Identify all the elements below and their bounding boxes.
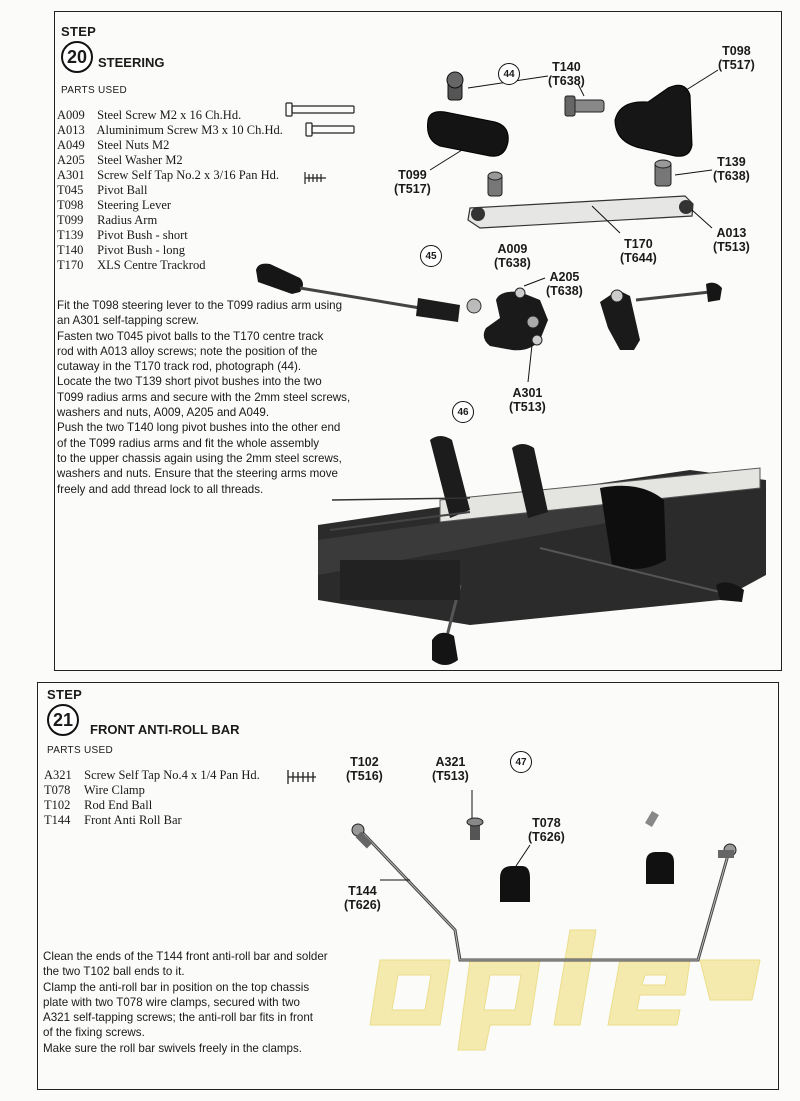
step21-instructions: Clean the ends of the T144 front anti-ro…	[43, 950, 328, 1055]
label-t170: T170(T644)	[620, 237, 657, 265]
part-item: T099 Radius Arm	[57, 213, 158, 227]
label-t139: T139(T638)	[713, 155, 750, 183]
self-tap-screw-small	[645, 810, 659, 828]
part-item: T078 Wire Clamp	[44, 783, 145, 797]
steering-arm-right	[600, 282, 722, 350]
part-item: T144 Front Anti Roll Bar	[44, 813, 182, 827]
part-item: T170 XLS Centre Trackrod	[57, 258, 206, 272]
centre-trackrod-t170	[467, 195, 694, 229]
label-a301: A301(T513)	[509, 386, 546, 414]
pivot-bush-long-t140	[446, 71, 464, 101]
wire-clamp-right	[646, 852, 674, 884]
step21-title: FRONT ANTI-ROLL BAR	[90, 722, 240, 737]
label-t102: T102(T516)	[346, 755, 383, 783]
step20-step-word: STEP	[61, 24, 97, 39]
label-t140: T140(T638)	[548, 60, 585, 88]
part-item: T045 Pivot Ball	[57, 183, 148, 197]
step21-step-word: STEP	[47, 687, 83, 702]
pivot-bush-short-left	[487, 171, 503, 197]
step21-frame	[37, 682, 779, 1090]
self-tap-screw-icon	[304, 172, 326, 184]
photo-ref-47: 47	[510, 751, 532, 773]
part-item: A049 Steel Nuts M2	[57, 138, 170, 152]
part-item: T139 Pivot Bush - short	[57, 228, 188, 242]
step21-parts-header: PARTS USED	[47, 745, 113, 756]
label-a205: A205(T638)	[546, 270, 583, 298]
part-item: T098 Steering Lever	[57, 198, 172, 212]
step21-number-badge: 21	[47, 704, 79, 736]
label-t144: T144(T626)	[344, 884, 381, 912]
step21-parts-list: A321 Screw Self Tap No.4 x 1/4 Pan Hd. T…	[44, 768, 260, 828]
label-t078: T078(T626)	[528, 816, 565, 844]
step20-frame	[54, 11, 782, 671]
part-item: A009 Steel Screw M2 x 16 Ch.Hd.	[57, 108, 242, 122]
rod-end-ball-right	[718, 843, 737, 858]
radius-arm-t099	[427, 111, 509, 157]
steering-lever-t098	[614, 84, 693, 157]
part-item: A321 Screw Self Tap No.4 x 1/4 Pan Hd.	[44, 768, 260, 782]
label-a013: A013(T513)	[713, 226, 750, 254]
label-t098: T098(T517)	[718, 44, 755, 72]
photo-ref-46: 46	[452, 401, 474, 423]
part-item: T140 Pivot Bush - long	[57, 243, 185, 257]
step20-title: STEERING	[98, 55, 165, 70]
pivot-bush-t140-right	[564, 95, 605, 117]
part-item: A205 Steel Washer M2	[57, 153, 183, 167]
pivot-bush-short-right	[654, 159, 672, 187]
part-item: A301 Screw Self Tap No.2 x 3/16 Pan Hd.	[57, 168, 279, 182]
anti-roll-bar-t144	[360, 830, 730, 962]
self-tap-screw-a321	[466, 817, 484, 840]
part-item: T102 Rod End Ball	[44, 798, 153, 812]
photo-ref-45: 45	[420, 245, 442, 267]
step20-number-badge: 20	[61, 41, 93, 73]
label-a009: A009(T638)	[494, 242, 531, 270]
label-t099: T099(T517)	[394, 168, 431, 196]
step20-instructions: Fit the T098 steering lever to the T099 …	[57, 299, 351, 496]
self-tap-screw-icon	[287, 770, 316, 784]
rod-end-left	[256, 263, 482, 322]
wire-clamp-left	[500, 866, 530, 902]
step20-parts-list: A009 Steel Screw M2 x 16 Ch.Hd. A013 Alu…	[57, 108, 283, 273]
photo-ref-44: 44	[498, 63, 520, 85]
radius-arm-assembly	[483, 291, 548, 351]
label-a321: A321(T513)	[432, 755, 469, 783]
part-item: A013 Aluminimum Screw M3 x 10 Ch.Hd.	[57, 123, 283, 137]
rod-end-ball-left	[351, 823, 373, 849]
step20-parts-header: PARTS USED	[61, 85, 127, 96]
chassis-photo	[318, 436, 766, 665]
